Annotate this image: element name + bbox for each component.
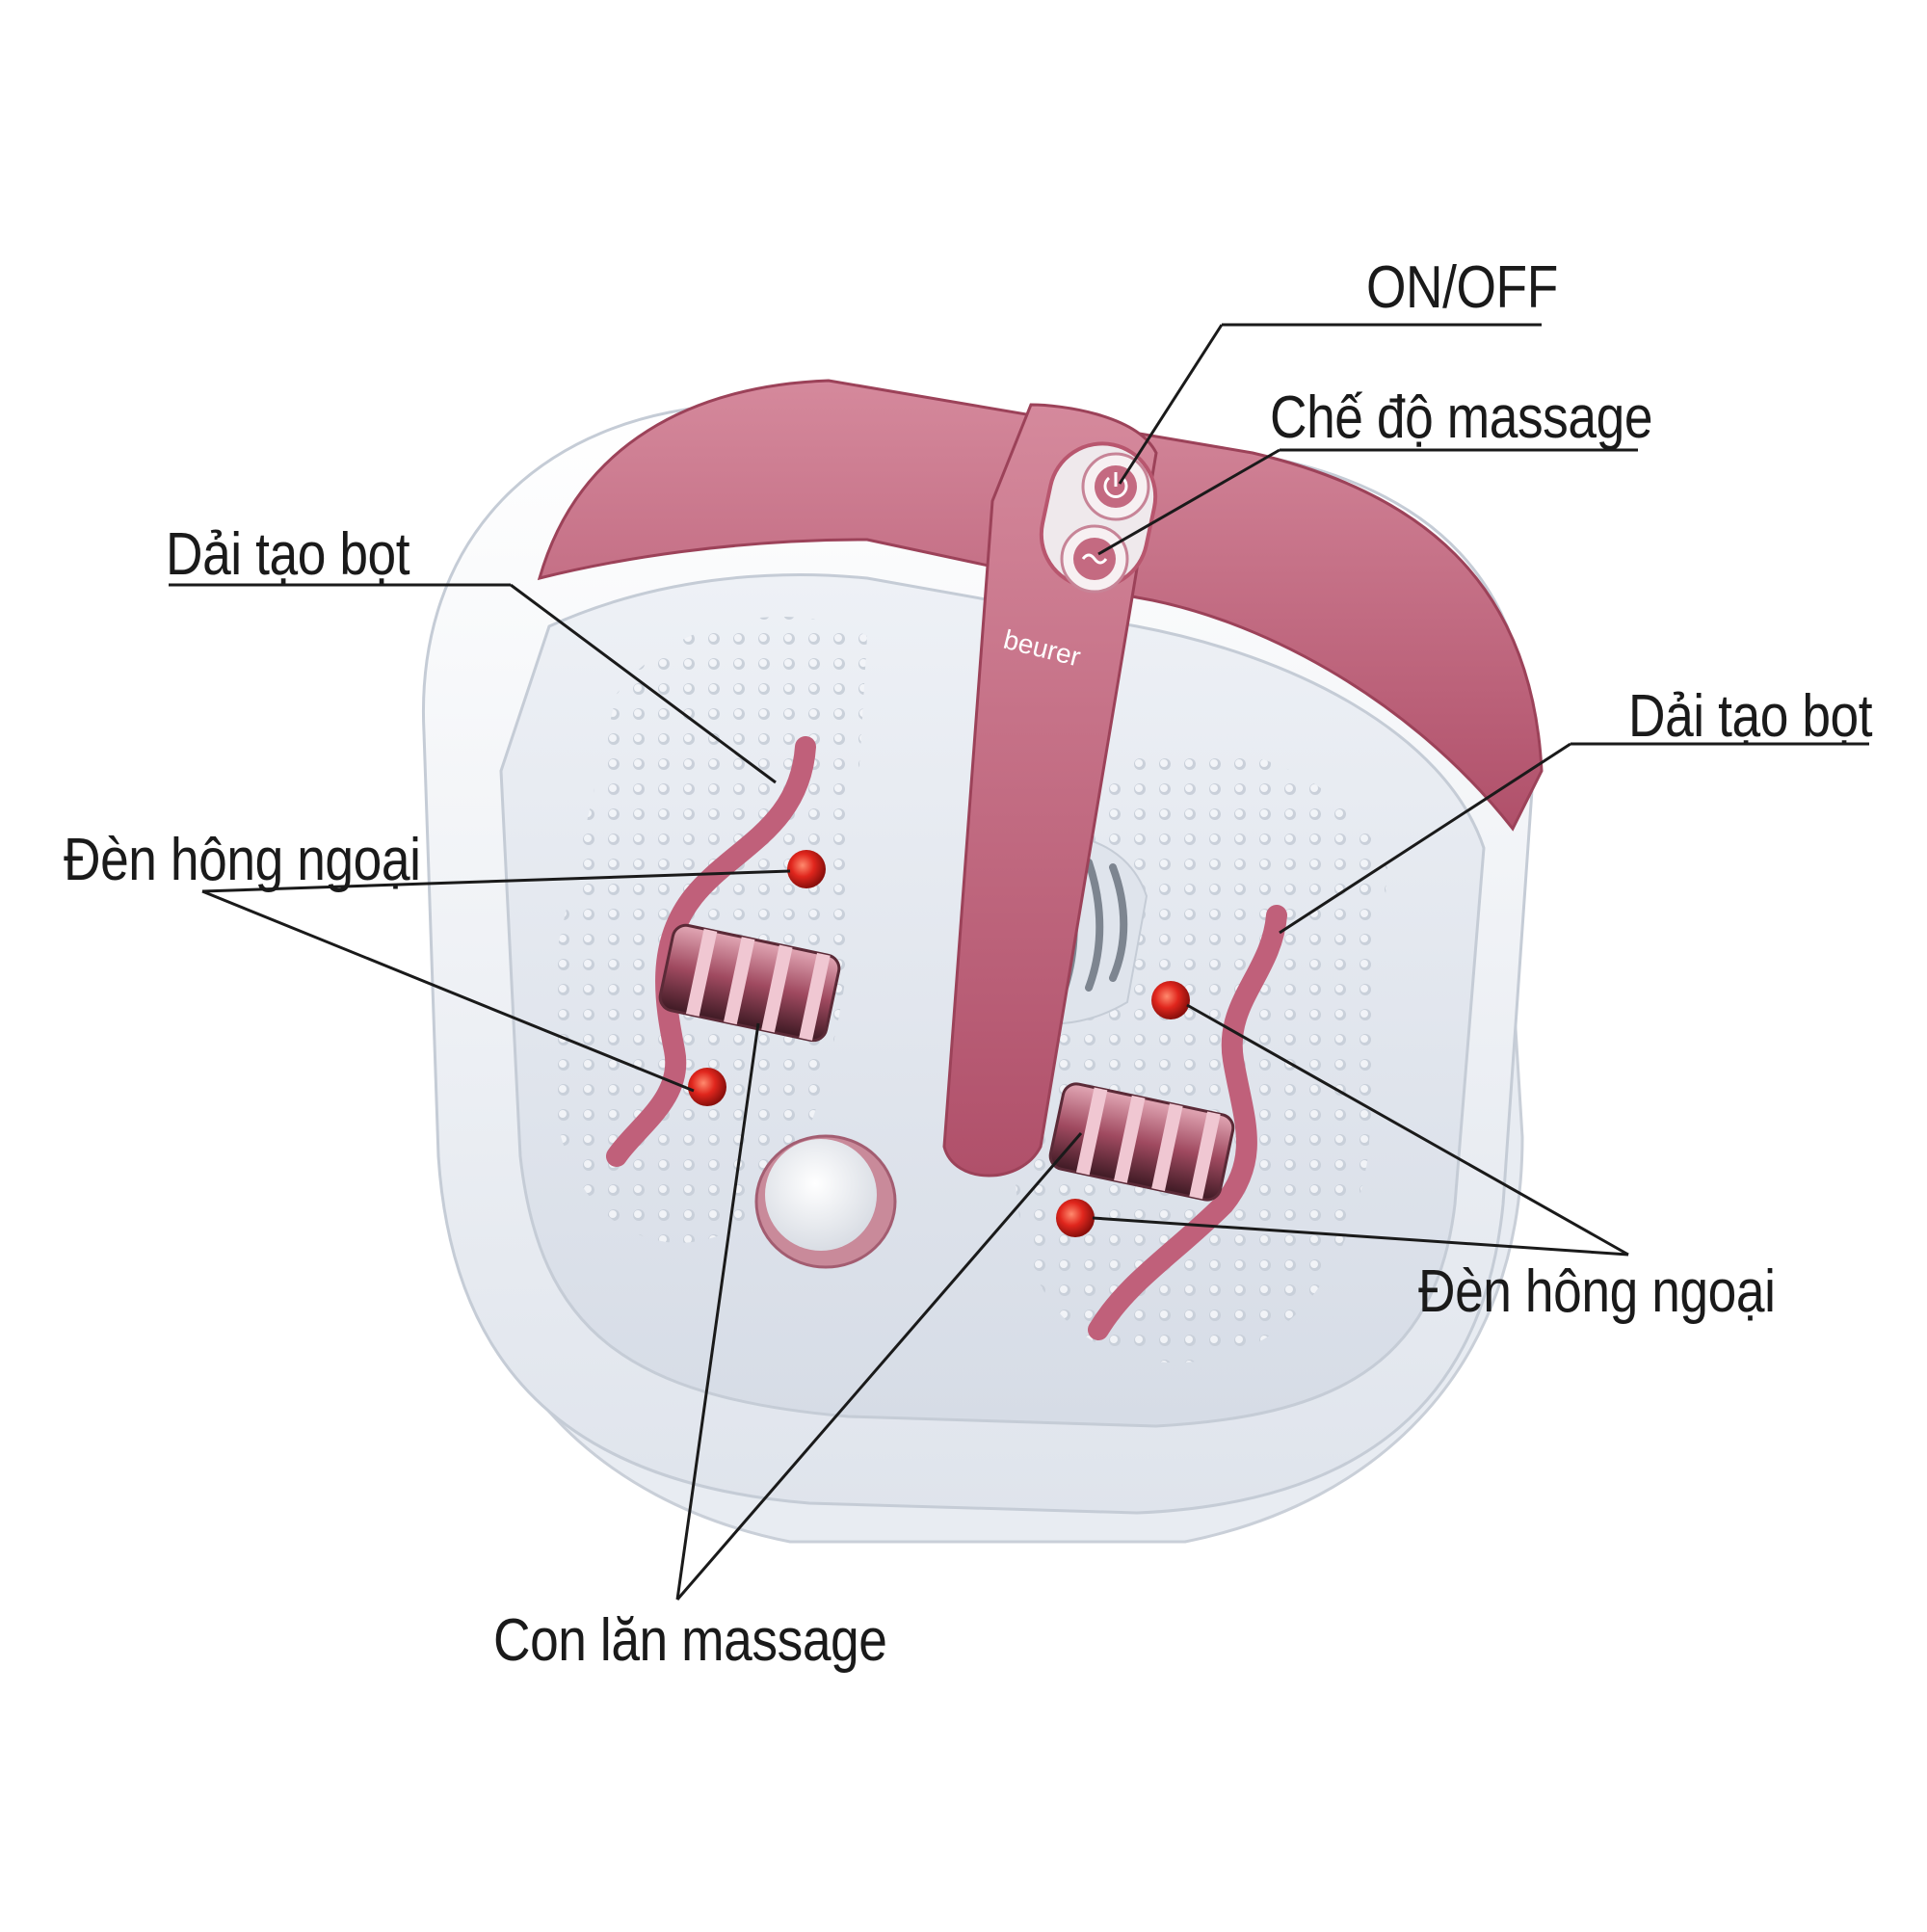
label-foam-strip-right: Dải tạo bọt bbox=[1628, 687, 1872, 747]
power-button[interactable] bbox=[1083, 454, 1148, 519]
label-rollers: Con lăn massage bbox=[493, 1611, 887, 1671]
label-infrared-right: Đèn hông ngoại bbox=[1418, 1262, 1776, 1322]
label-foam-strip-left: Dải tạo bọt bbox=[166, 525, 409, 585]
infrared-light-right-bottom bbox=[1056, 1199, 1095, 1237]
label-infrared-left: Đèn hông ngoại bbox=[64, 831, 421, 890]
label-on-off: ON/OFF bbox=[1366, 258, 1558, 318]
temperature-knob[interactable] bbox=[756, 1136, 895, 1267]
infrared-light-left-top bbox=[787, 850, 826, 888]
massage-mode-button[interactable] bbox=[1062, 526, 1127, 592]
infrared-light-right-top bbox=[1151, 981, 1190, 1019]
infrared-light-left-bottom bbox=[688, 1068, 726, 1106]
label-massage-mode: Chế độ massage bbox=[1270, 388, 1652, 448]
